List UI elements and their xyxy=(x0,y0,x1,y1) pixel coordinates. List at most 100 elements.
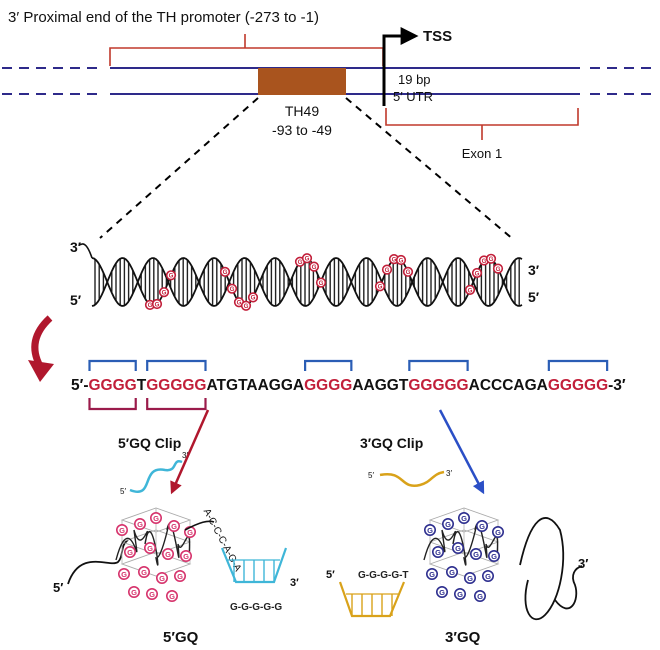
helix-g-base: G xyxy=(219,266,231,277)
svg-text:G: G xyxy=(169,273,174,280)
gq-g-base: G xyxy=(457,511,470,524)
gq3-label: 3′GQ xyxy=(445,629,481,646)
svg-text:G: G xyxy=(479,522,485,531)
svg-text:G: G xyxy=(298,259,303,266)
svg-text:G: G xyxy=(165,550,171,559)
g-tract-bracket-top xyxy=(146,359,207,371)
svg-text:G: G xyxy=(312,264,317,271)
seq-linker: T xyxy=(137,377,147,394)
svg-text:G: G xyxy=(169,592,175,601)
seq-linker: ATGTAA xyxy=(207,377,269,394)
seq-g-tract: GGGGG xyxy=(548,377,608,394)
exon-bracket xyxy=(385,108,579,140)
clip5-title: 5′GQ Clip xyxy=(118,435,181,451)
gq-g-base: G xyxy=(473,589,486,602)
svg-text:G: G xyxy=(449,568,455,577)
svg-text:G: G xyxy=(305,256,310,263)
svg-text:G: G xyxy=(467,574,473,583)
gq-g-base: G xyxy=(116,523,129,536)
gq3-end5: 5′ xyxy=(326,569,335,581)
seq-linker: T xyxy=(399,377,409,394)
utr-label: 5′ UTR xyxy=(393,89,433,104)
svg-text:G: G xyxy=(162,290,167,297)
svg-text:G: G xyxy=(485,572,491,581)
svg-text:G: G xyxy=(435,548,441,557)
gq-g-base: G xyxy=(174,569,187,582)
gq-g-base: G xyxy=(156,571,169,584)
clip-strand xyxy=(220,547,288,584)
helix-g-base: G xyxy=(240,300,252,311)
svg-text:G: G xyxy=(148,302,153,309)
gq-g-base: G xyxy=(144,541,157,554)
gq-g-base: G xyxy=(124,545,137,558)
seq-g-tract: GGGGG xyxy=(146,377,206,394)
helix-g-base: G xyxy=(151,298,163,310)
gq-g-base: G xyxy=(168,519,181,532)
helix-g-base: G xyxy=(158,287,170,298)
helix-g-base: G xyxy=(315,277,327,288)
svg-text:G: G xyxy=(491,552,497,561)
clip5-end5: 5′ xyxy=(120,487,126,496)
svg-text:G: G xyxy=(385,267,390,274)
svg-text:G: G xyxy=(473,550,479,559)
clip3-title: 3′GQ Clip xyxy=(360,435,423,451)
seq-linker: A xyxy=(293,377,304,394)
gq-g-base: G xyxy=(134,517,147,530)
svg-text:G: G xyxy=(187,528,193,537)
gq5-end3: 3′ xyxy=(290,577,299,589)
gq3-bound-clip: G-G-G-G-T xyxy=(338,570,409,618)
zoom-line-left xyxy=(99,97,259,239)
svg-text:G: G xyxy=(153,514,159,523)
svg-text:G: G xyxy=(131,588,137,597)
gq5-label: 5′GQ xyxy=(163,629,199,646)
helix-5-left: 5′ xyxy=(70,292,82,308)
curved-arrow-icon xyxy=(28,315,54,382)
clip5-strand: 5′ 3′ xyxy=(120,451,188,496)
clip3-strand: 5′ 3′ xyxy=(368,469,452,488)
gq-g-base: G xyxy=(469,547,482,560)
helix-g-base: G xyxy=(395,254,407,266)
gq-g-base: G xyxy=(180,549,193,562)
svg-text:G: G xyxy=(461,514,467,523)
svg-text:G: G xyxy=(445,520,451,529)
promoter-bracket xyxy=(109,34,384,66)
gq-g-base: G xyxy=(138,565,151,578)
th49-label: TH49 xyxy=(285,103,319,119)
helix-g-base: G xyxy=(247,292,259,303)
gq-g-base: G xyxy=(435,585,448,598)
tss-arrow xyxy=(382,27,419,106)
seq-suffix: -3′ xyxy=(608,377,626,394)
g-tract-brackets xyxy=(88,359,609,411)
svg-text:G: G xyxy=(496,266,501,273)
svg-text:G: G xyxy=(251,295,256,302)
gq-g-base: G xyxy=(445,565,458,578)
gq-g-base: G xyxy=(475,519,488,532)
clip-strand xyxy=(338,581,406,618)
svg-text:G: G xyxy=(155,301,160,308)
tss-label: TSS xyxy=(423,28,452,45)
gq-g-base: G xyxy=(491,525,504,538)
helix-3-right: 3′ xyxy=(528,262,540,278)
helix-5-right: 5′ xyxy=(528,289,540,305)
clip3-end3: 3′ xyxy=(446,469,452,478)
helix-g-base: G xyxy=(226,283,238,294)
svg-text:G: G xyxy=(171,522,177,531)
svg-text:G: G xyxy=(457,590,463,599)
svg-text:G: G xyxy=(141,568,147,577)
svg-text:G: G xyxy=(119,526,125,535)
svg-text:G: G xyxy=(149,590,155,599)
g-tract-bracket-top xyxy=(88,359,137,371)
gq-g-base: G xyxy=(453,587,466,600)
gq-g-base: G xyxy=(150,511,163,524)
gq-g-base: G xyxy=(431,545,444,558)
svg-text:G: G xyxy=(378,284,383,291)
arrow-to-3gq xyxy=(438,409,485,495)
svg-text:G: G xyxy=(495,528,501,537)
seq-g-tract: GGGGG xyxy=(408,377,468,394)
clip5-end3: 3′ xyxy=(182,451,188,460)
gq-g-base: G xyxy=(146,587,159,600)
